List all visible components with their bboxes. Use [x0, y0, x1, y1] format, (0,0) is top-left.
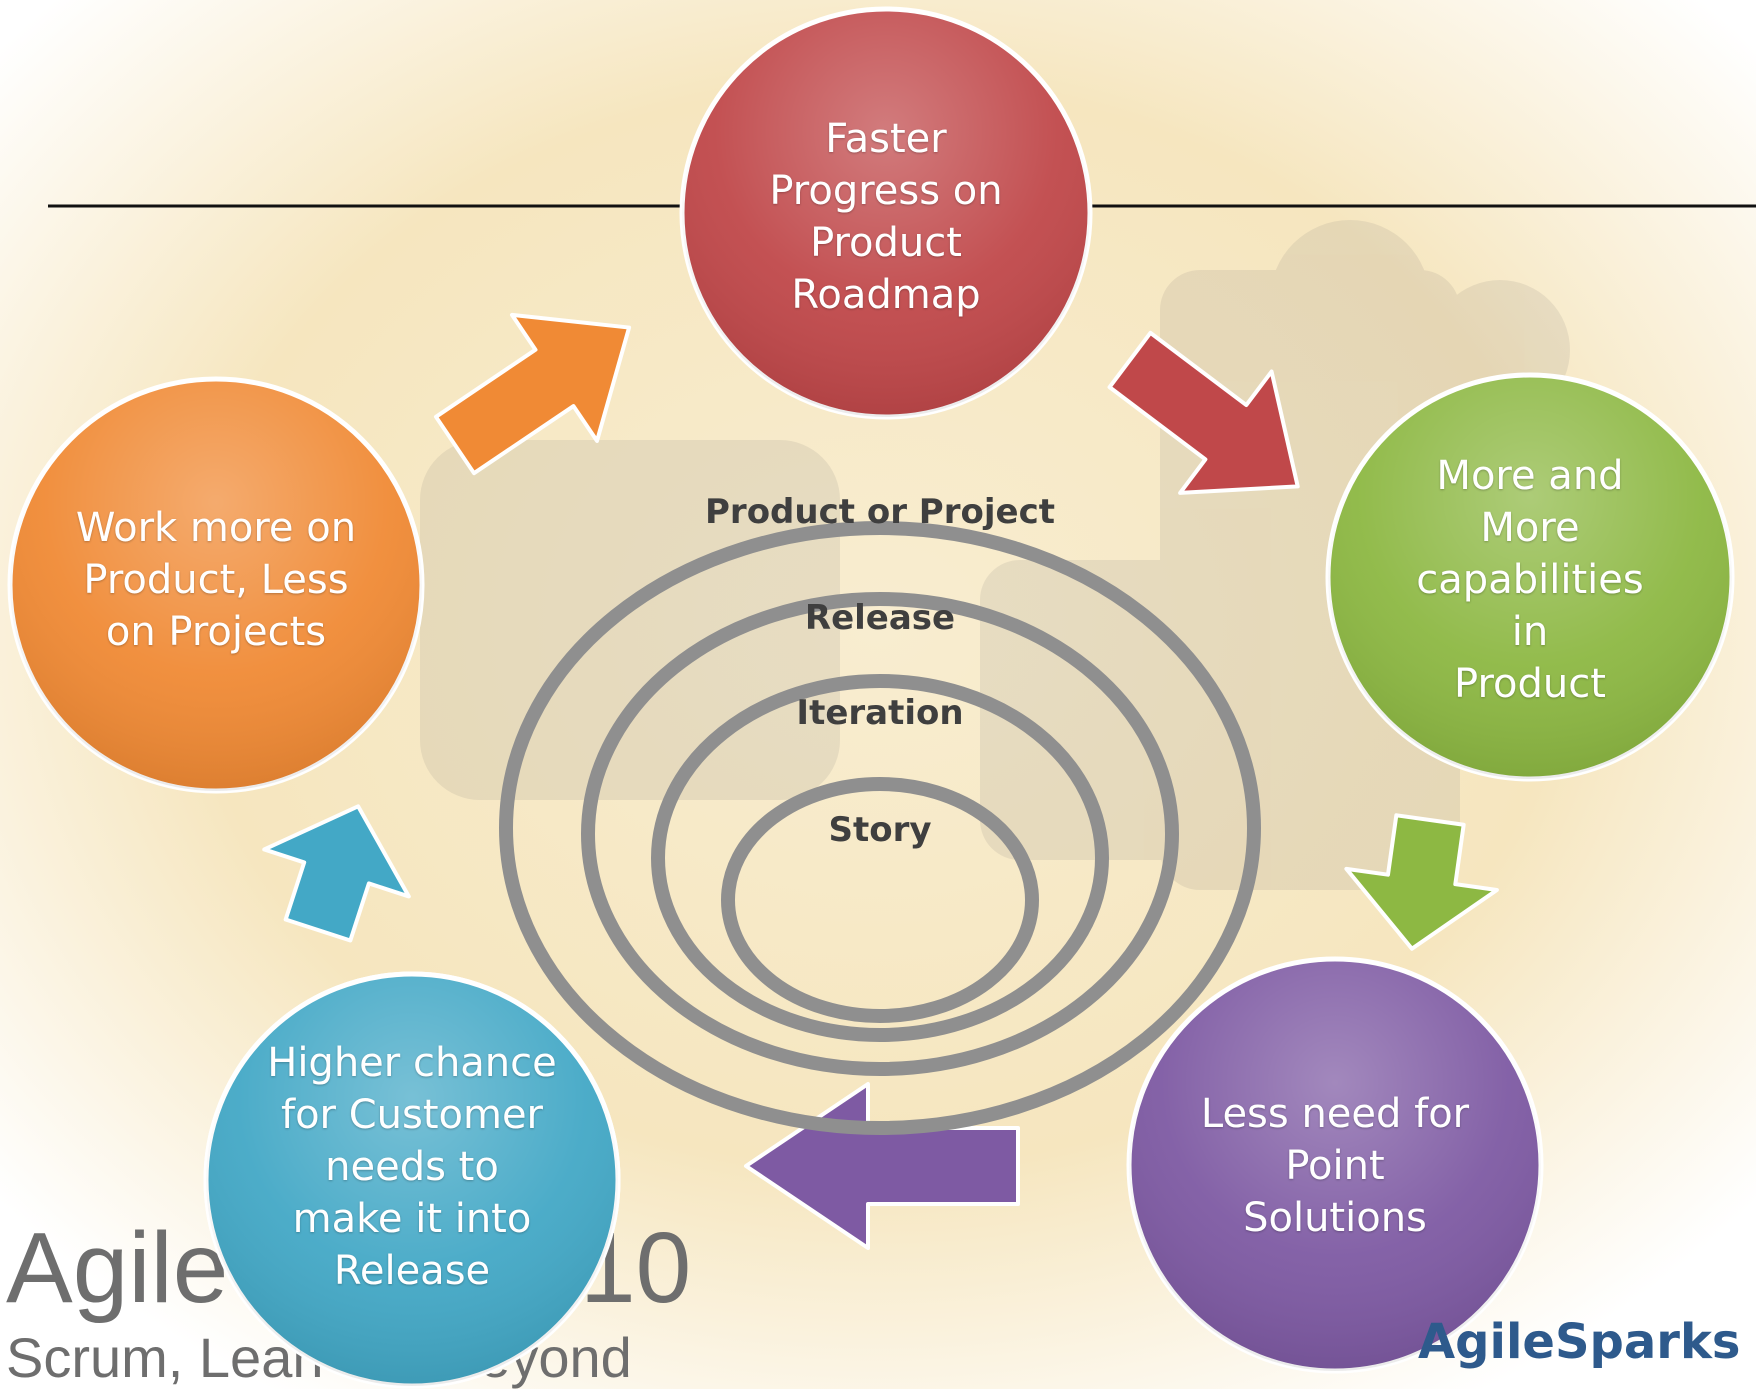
brand-logo-title: Agile: [6, 1212, 229, 1324]
arrow-right-to-bottom-right: [1344, 813, 1499, 951]
agilesparks-logo: AgileSparks: [1418, 1318, 1740, 1366]
ring-iteration: [651, 674, 1109, 1042]
node-bottom-right-label: Less need for Point Solutions: [1200, 1091, 1470, 1241]
ring-release: [581, 592, 1179, 1076]
ring-label-release: Release: [804, 598, 956, 638]
agilesparks-logo-text: gileSparks: [1455, 1314, 1741, 1370]
node-left-label: Work more on Product, Less on Projects: [75, 505, 357, 655]
arrow-bottom-left-to-left: [262, 804, 411, 943]
node-right: [1325, 372, 1735, 782]
concentric-rings: [499, 521, 1261, 1135]
ring-product-or-project: [499, 521, 1261, 1135]
node-bottom-right: [1126, 956, 1544, 1374]
ring-label-story: Story: [828, 810, 932, 850]
node-top-label: Faster Progress on Product Roadmap: [769, 116, 1003, 318]
node-bottom-left-overlay: [203, 971, 621, 1389]
ring-story: [721, 777, 1039, 1023]
arrow-top-to-right: [1107, 330, 1300, 495]
node-bottom-left-label-overlay: Higher chance for Customer needs to make…: [267, 1040, 557, 1294]
ring-label-product-or-project: Product or Project: [705, 492, 1055, 532]
node-top: [679, 6, 1093, 420]
node-left: [7, 376, 425, 794]
agilesparks-logo-a: A: [1418, 1314, 1456, 1370]
node-right-label: More and More capabilities in Product: [1416, 453, 1644, 707]
arrow-left-to-top: [433, 312, 632, 476]
ring-label-iteration: Iteration: [796, 693, 964, 733]
